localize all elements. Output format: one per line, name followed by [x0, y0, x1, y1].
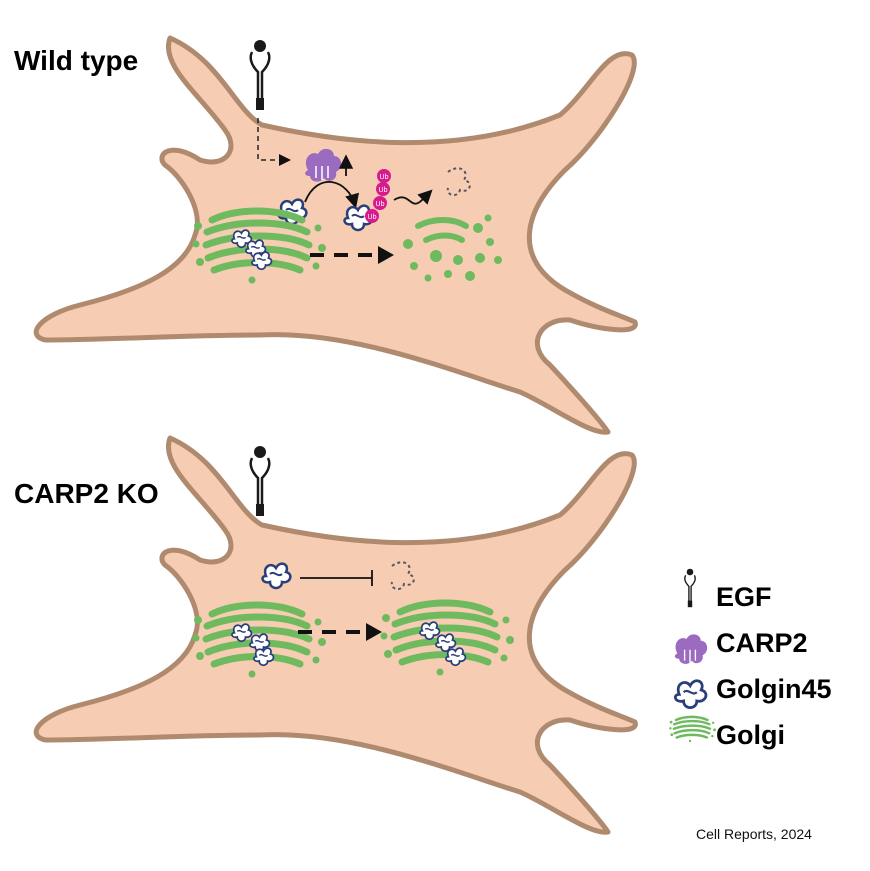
cell-carp2-ko: [33, 435, 638, 835]
inhibition-arrow: [300, 570, 373, 586]
ubiquitin-label: Ub: [379, 187, 388, 194]
carp2-protein-icon: [674, 633, 708, 665]
panel-title-carp2-ko: CARP2 KO: [14, 478, 159, 509]
transition-arrowhead: [378, 246, 394, 264]
ubiquitin-label: Ub: [368, 214, 377, 221]
degradation-arrow: [393, 189, 433, 205]
signal-arrow: [257, 118, 291, 166]
legend-label-carp2: CARP2: [716, 628, 808, 658]
cell-body: [33, 35, 638, 435]
legend-label-egf: EGF: [716, 582, 772, 612]
golgi-icon: [667, 715, 718, 744]
transition-arrowhead: [366, 623, 382, 641]
cell-wild-type: Ub Ub Ub Ub: [33, 35, 638, 435]
legend-label-golgin45: Golgin45: [716, 674, 832, 704]
golgin45-protein-icon: [673, 679, 708, 709]
ubiquitin-chain: Ub Ub Ub Ub: [365, 169, 391, 223]
legend: [667, 568, 718, 744]
legend-label-golgi: Golgi: [716, 720, 785, 750]
degraded-golgin45-icon: [390, 561, 415, 590]
ubiquitination-arrow: [304, 181, 360, 209]
cell-body: [33, 435, 638, 835]
ubiquitin-label: Ub: [380, 174, 389, 181]
degraded-golgin45-icon: [446, 167, 471, 196]
egf-receptor-icon: [249, 444, 271, 518]
citation-credit: Cell Reports, 2024: [696, 826, 812, 842]
panel-title-wild-type: Wild type: [14, 45, 139, 76]
egf-receptor-icon: [249, 38, 271, 112]
egf-receptor-icon: [684, 568, 696, 608]
ubiquitin-label: Ub: [376, 201, 385, 208]
